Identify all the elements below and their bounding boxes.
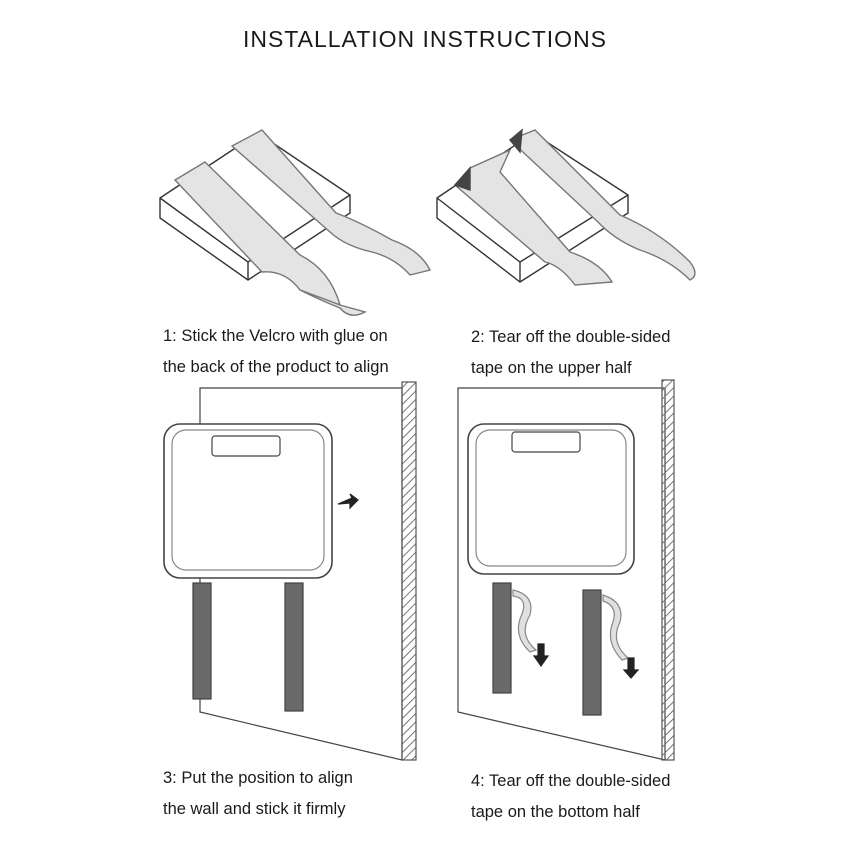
step2-caption-line1: 2: Tear off the double-sided (471, 328, 671, 346)
step4-caption: 4: Tear off the double-sided tape on the… (471, 766, 670, 828)
page-title: INSTALLATION INSTRUCTIONS (242, 26, 608, 52)
step4-caption-line1: 4: Tear off the double-sided (471, 772, 671, 790)
step4-wall-illustration (457, 379, 675, 761)
step2-caption: 2: Tear off the double-sided tape on the… (471, 322, 670, 384)
step1-caption-line1: 1: Stick the Velcro with glue on (163, 327, 388, 345)
step2-device-illustration (436, 128, 696, 286)
step3-caption: 3: Put the position to align the wall an… (163, 763, 353, 825)
step1-caption-line2: the back of the product to align (163, 358, 389, 376)
step4-caption-line2: tape on the bottom half (471, 803, 640, 821)
step2-caption-line2: tape on the upper half (471, 359, 632, 377)
step3-wall-illustration (163, 381, 417, 761)
step1-caption: 1: Stick the Velcro with glue on the bac… (163, 321, 389, 383)
step3-caption-line1: 3: Put the position to align (163, 769, 353, 787)
step3-caption-line2: the wall and stick it firmly (163, 800, 346, 818)
step1-device-illustration (159, 129, 432, 316)
